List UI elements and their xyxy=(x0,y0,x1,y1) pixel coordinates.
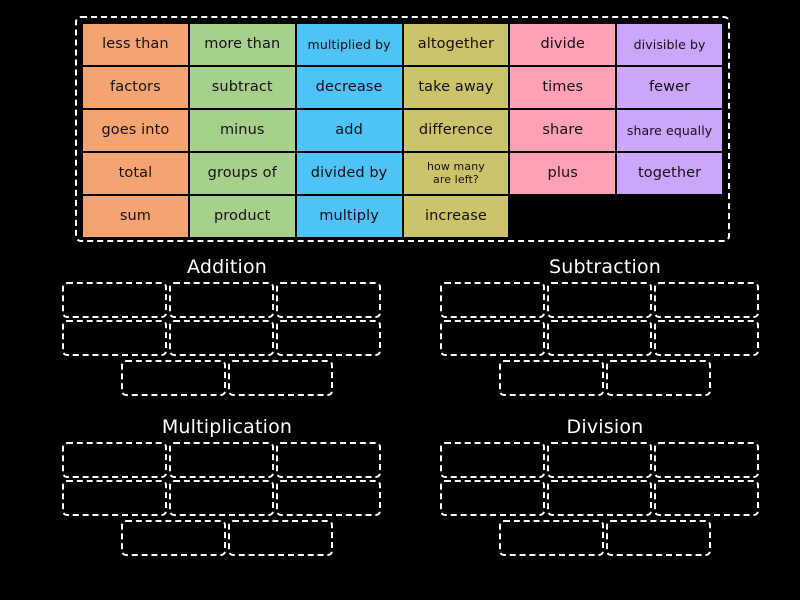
word-tile[interactable]: multiplied by xyxy=(296,24,402,65)
drop-zone-subtraction[interactable] xyxy=(440,282,545,318)
word-tile[interactable]: subtract xyxy=(189,67,295,108)
word-tile[interactable]: divided by xyxy=(296,153,402,194)
word-tile[interactable]: product xyxy=(189,196,295,237)
category-title-multiplication: Multiplication xyxy=(161,416,293,438)
drop-zone-row xyxy=(62,442,392,478)
drop-zone-addition[interactable] xyxy=(276,282,381,318)
drop-zone-multiplication[interactable] xyxy=(62,480,167,516)
drop-zone-row xyxy=(440,520,770,556)
word-tile[interactable]: add xyxy=(296,110,402,151)
tile-slot-empty xyxy=(510,196,615,237)
drop-zone-division[interactable] xyxy=(499,520,604,556)
drop-zone-rows-multiplication xyxy=(62,442,392,556)
drop-zone-division[interactable] xyxy=(547,442,652,478)
drop-zone-subtraction[interactable] xyxy=(547,282,652,318)
word-tile[interactable]: times xyxy=(510,67,616,108)
word-tile[interactable]: multiply xyxy=(296,196,402,237)
category-title-division: Division xyxy=(566,416,644,438)
drop-zone-row xyxy=(440,282,770,318)
drop-zone-subtraction[interactable] xyxy=(547,320,652,356)
drop-zone-subtraction[interactable] xyxy=(440,320,545,356)
drop-zone-row xyxy=(62,282,392,318)
word-tile[interactable]: share xyxy=(510,110,616,151)
drop-zone-row xyxy=(62,360,392,396)
drop-zone-addition[interactable] xyxy=(169,320,274,356)
drop-zone-multiplication[interactable] xyxy=(169,480,274,516)
word-tile[interactable]: increase xyxy=(403,196,509,237)
drop-zone-row xyxy=(62,520,392,556)
word-tile[interactable]: factors xyxy=(83,67,188,108)
drop-zone-addition[interactable] xyxy=(62,320,167,356)
category-division: Division xyxy=(440,416,770,576)
drop-zone-multiplication[interactable] xyxy=(121,520,226,556)
drop-zone-rows-division xyxy=(440,442,770,556)
word-tile[interactable]: altogether xyxy=(403,24,509,65)
drop-zone-multiplication[interactable] xyxy=(276,480,381,516)
drop-zone-division[interactable] xyxy=(440,480,545,516)
word-tile[interactable]: goes into xyxy=(83,110,188,151)
tile-slot-empty xyxy=(617,196,722,237)
word-tile[interactable]: minus xyxy=(189,110,295,151)
drop-zone-row xyxy=(440,480,770,516)
category-multiplication: Multiplication xyxy=(62,416,392,576)
word-tile[interactable]: divide xyxy=(510,24,616,65)
word-tile[interactable]: total xyxy=(83,153,188,194)
drop-zone-row xyxy=(62,320,392,356)
word-tile[interactable]: groups of xyxy=(189,153,295,194)
drop-zone-addition[interactable] xyxy=(228,360,333,396)
drop-zone-division[interactable] xyxy=(547,480,652,516)
drop-zone-addition[interactable] xyxy=(276,320,381,356)
drop-zone-addition[interactable] xyxy=(121,360,226,396)
word-tile[interactable]: decrease xyxy=(296,67,402,108)
category-addition: Addition xyxy=(62,256,392,416)
drop-zone-multiplication[interactable] xyxy=(276,442,381,478)
drop-zone-rows-addition xyxy=(62,282,392,396)
category-subtraction: Subtraction xyxy=(440,256,770,416)
drop-zone-row xyxy=(440,360,770,396)
category-title-addition: Addition xyxy=(186,256,268,278)
drop-zone-division[interactable] xyxy=(654,442,759,478)
drop-zone-subtraction[interactable] xyxy=(654,282,759,318)
word-tile[interactable]: less than xyxy=(83,24,188,65)
drop-zone-row xyxy=(440,442,770,478)
category-title-subtraction: Subtraction xyxy=(548,256,662,278)
drop-zone-addition[interactable] xyxy=(169,282,274,318)
word-tile[interactable]: sum xyxy=(83,196,188,237)
drop-zone-multiplication[interactable] xyxy=(228,520,333,556)
drop-zone-addition[interactable] xyxy=(62,282,167,318)
drop-zone-subtraction[interactable] xyxy=(606,360,711,396)
word-tile[interactable]: take away xyxy=(403,67,509,108)
word-tile[interactable]: together xyxy=(617,153,722,194)
drop-zone-multiplication[interactable] xyxy=(169,442,274,478)
word-tile[interactable]: plus xyxy=(510,153,616,194)
drop-zone-rows-subtraction xyxy=(440,282,770,396)
word-tile[interactable]: fewer xyxy=(617,67,722,108)
word-tile[interactable]: divisible by xyxy=(617,24,722,65)
word-tile[interactable]: share equally xyxy=(617,110,722,151)
word-tile[interactable]: more than xyxy=(189,24,295,65)
drop-zone-subtraction[interactable] xyxy=(499,360,604,396)
drop-zone-row xyxy=(62,480,392,516)
drop-zone-multiplication[interactable] xyxy=(62,442,167,478)
drop-zone-division[interactable] xyxy=(440,442,545,478)
drop-zone-subtraction[interactable] xyxy=(654,320,759,356)
drop-zone-division[interactable] xyxy=(654,480,759,516)
drop-zone-division[interactable] xyxy=(606,520,711,556)
word-tile[interactable]: difference xyxy=(403,110,509,151)
drop-zone-row xyxy=(440,320,770,356)
